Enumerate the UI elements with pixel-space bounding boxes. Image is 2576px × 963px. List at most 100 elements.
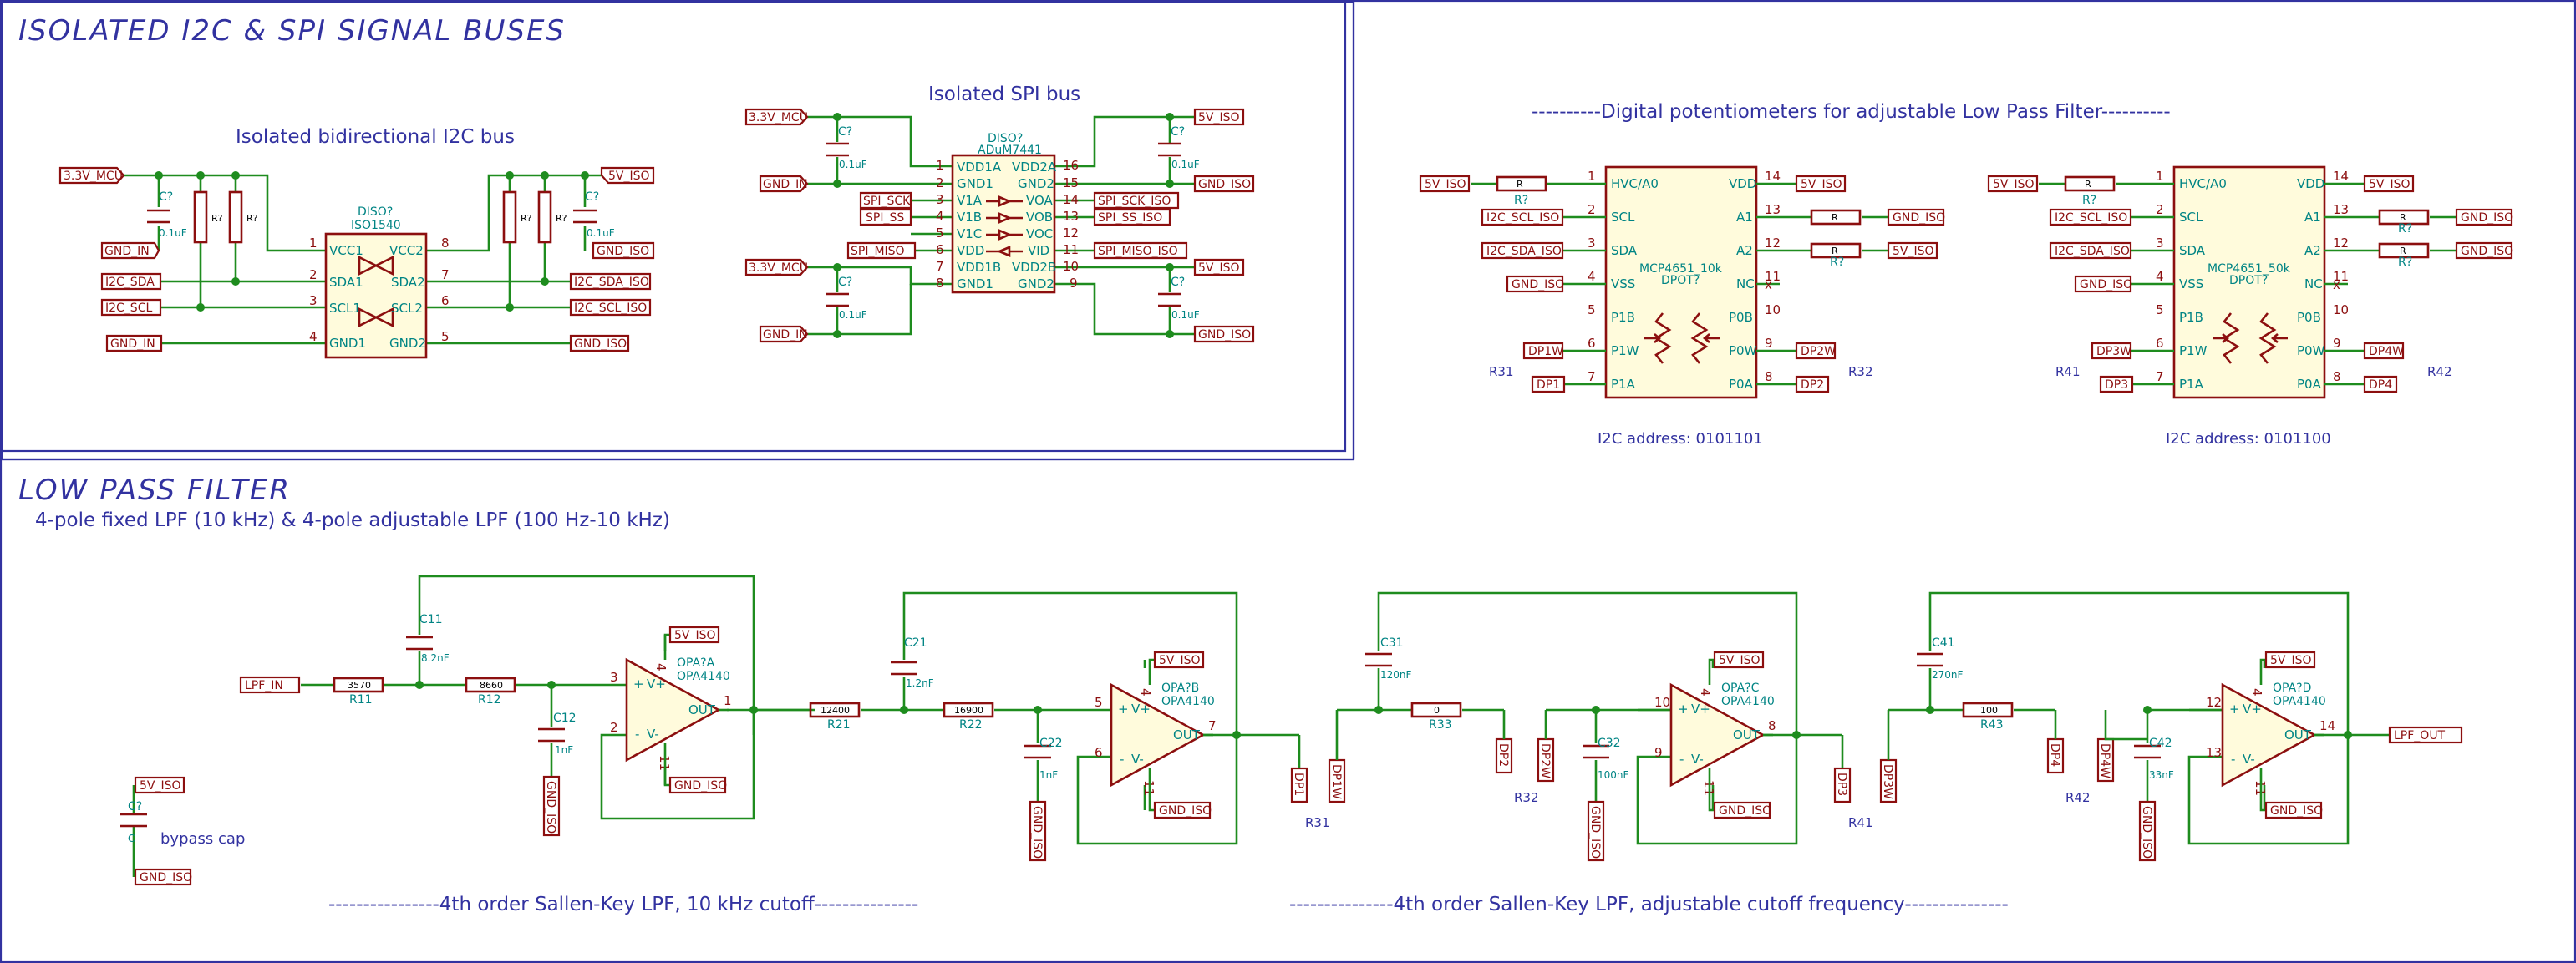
svg-text:9: 9: [1070, 276, 1078, 291]
svg-text:I2C_SCL_ISO: I2C_SCL_ISO: [2055, 211, 2127, 225]
svg-text:VID: VID: [1028, 243, 1049, 258]
svg-text:DP2: DP2: [1801, 378, 1824, 392]
svg-text:GND1: GND1: [329, 336, 366, 351]
adum7441-ref: DISO?: [988, 132, 1023, 145]
svg-text:-: -: [635, 727, 639, 742]
svg-text:P0W: P0W: [2297, 343, 2325, 358]
svg-text:16900: 16900: [954, 705, 983, 716]
label-i2c-scl: I2C_SCL: [100, 298, 162, 317]
svg-text:7: 7: [936, 259, 944, 274]
svg-text:R21: R21: [827, 718, 851, 732]
svg-text:R32: R32: [1848, 364, 1873, 379]
svg-text:8.2nF: 8.2nF: [421, 652, 450, 664]
svg-text:R?: R?: [246, 213, 258, 224]
svg-text:-: -: [1679, 752, 1684, 767]
svg-text:GND_ISO: GND_ISO: [2461, 245, 2513, 258]
capacitor-c32: C32 100nF: [1583, 737, 1629, 781]
svg-text:2: 2: [2156, 202, 2164, 217]
svg-text:DP1: DP1: [1292, 773, 1305, 796]
svg-text:GND_ISO: GND_ISO: [2270, 804, 2323, 818]
digipot-1-label-p0w: DP2W: [1795, 342, 1836, 360]
capacitor-c-i2c-left: C? 0.1uF: [147, 190, 187, 239]
svg-text:DP2: DP2: [1496, 743, 1510, 767]
svg-text:12: 12: [2333, 236, 2349, 251]
svg-text:SDA2: SDA2: [391, 275, 425, 290]
svg-text:5V_ISO: 5V_ISO: [1893, 245, 1934, 258]
svg-text:R22: R22: [959, 718, 983, 732]
svg-text:R33: R33: [1429, 718, 1452, 732]
svg-text:120nF: 120nF: [1380, 669, 1412, 681]
svg-text:VDD: VDD: [1729, 176, 1756, 191]
svg-text:LPF_OUT: LPF_OUT: [2394, 729, 2446, 743]
svg-text:1nF: 1nF: [555, 744, 573, 756]
opamp-2-label-5v-iso: 5V_ISO: [1153, 651, 1205, 669]
svg-text:3570: 3570: [348, 680, 371, 691]
svg-text:OUT: OUT: [1733, 727, 1761, 743]
svg-text:0.1uF: 0.1uF: [159, 227, 187, 239]
svg-text:0: 0: [1434, 705, 1440, 716]
svg-text:A2: A2: [1736, 243, 1753, 258]
digipot-2-label-p0a: DP4: [2363, 375, 2398, 393]
svg-text:OPA4140: OPA4140: [677, 670, 730, 683]
lpf-dp3-label: DP3: [1833, 767, 1852, 803]
svg-text:P1B: P1B: [1611, 310, 1635, 325]
svg-text:5: 5: [1095, 695, 1103, 710]
svg-text:9: 9: [1765, 336, 1773, 351]
svg-text:GND_IN: GND_IN: [763, 178, 808, 191]
svg-text:2: 2: [936, 175, 944, 190]
digipot-1-label-p0a: DP2: [1795, 375, 1830, 393]
svg-text:DP2W: DP2W: [1801, 345, 1836, 358]
svg-text:14: 14: [2319, 718, 2335, 733]
svg-text:0.1uF: 0.1uF: [839, 159, 867, 170]
label-gnd-in-spi-2: GND_IN: [759, 325, 809, 343]
label-gnd-in-cap: GND_IN: [100, 241, 160, 260]
svg-text:5V_ISO: 5V_ISO: [1719, 654, 1761, 667]
lpf-dp1w-label: DP1W: [1328, 758, 1346, 803]
svg-text:GND_ISO: GND_ISO: [574, 337, 627, 351]
svg-text:GND_ISO: GND_ISO: [544, 781, 557, 834]
svg-text:5V_ISO: 5V_ISO: [1801, 178, 1842, 191]
svg-text:12: 12: [1063, 226, 1079, 241]
svg-text:VDD1A: VDD1A: [957, 160, 1002, 175]
svg-text:5V_ISO: 5V_ISO: [1993, 178, 2035, 191]
svg-text:8: 8: [1765, 369, 1773, 384]
svg-text:R41: R41: [2055, 364, 2081, 379]
svg-text:V-: V-: [647, 727, 659, 742]
svg-text:4: 4: [936, 209, 944, 224]
svg-text:V+: V+: [1131, 702, 1151, 717]
label-gnd-in-spi-1: GND_IN: [759, 175, 809, 193]
svg-text:DP3: DP3: [1835, 773, 1848, 796]
capacitor-c11: C11 8.2nF: [406, 613, 450, 664]
svg-text:DP3W: DP3W: [1881, 764, 1894, 799]
svg-text:3: 3: [1588, 236, 1596, 251]
svg-text:GND_ISO: GND_ISO: [1198, 178, 1251, 191]
svg-text:C?: C?: [838, 276, 852, 289]
svg-text:3: 3: [2156, 236, 2164, 251]
capacitor-c-spi-1: C? 0.1uF: [826, 125, 867, 170]
svg-text:V1A: V1A: [957, 193, 983, 208]
svg-text:13: 13: [2206, 745, 2222, 760]
svg-text:VOA: VOA: [1026, 193, 1054, 208]
resistor-r22: 16900 R22: [943, 702, 994, 732]
svg-text:4: 4: [1138, 688, 1153, 697]
svg-text:R: R: [2400, 246, 2406, 256]
svg-text:5V_ISO: 5V_ISO: [1198, 261, 1240, 275]
digipot-2-label-5v-iso: 5V_ISO: [1987, 175, 2039, 193]
svg-text:0.1uF: 0.1uF: [587, 227, 615, 239]
svg-text:3.3V_MCU: 3.3V_MCU: [64, 170, 123, 183]
svg-text:R43: R43: [1980, 718, 2004, 732]
label-gnd-iso-spi-1: GND_ISO: [1193, 175, 1255, 193]
svg-text:SDA: SDA: [1611, 243, 1638, 258]
svg-text:VDD2A: VDD2A: [1012, 160, 1057, 175]
svg-text:1.2nF: 1.2nF: [906, 677, 934, 689]
svg-text:+: +: [633, 677, 644, 692]
svg-text:DPOT?: DPOT?: [2229, 274, 2268, 287]
svg-text:MCP4651_10k: MCP4651_10k: [1639, 262, 1723, 276]
svg-text:1: 1: [936, 158, 944, 173]
svg-text:DPOT?: DPOT?: [1661, 274, 1700, 287]
svg-text:R?: R?: [211, 213, 223, 224]
svg-text:LPF_IN: LPF_IN: [245, 679, 283, 692]
svg-text:5V_ISO: 5V_ISO: [140, 779, 181, 793]
svg-text:SPI_SS_ISO: SPI_SS_ISO: [1098, 211, 1162, 225]
svg-text:5: 5: [2156, 302, 2164, 317]
